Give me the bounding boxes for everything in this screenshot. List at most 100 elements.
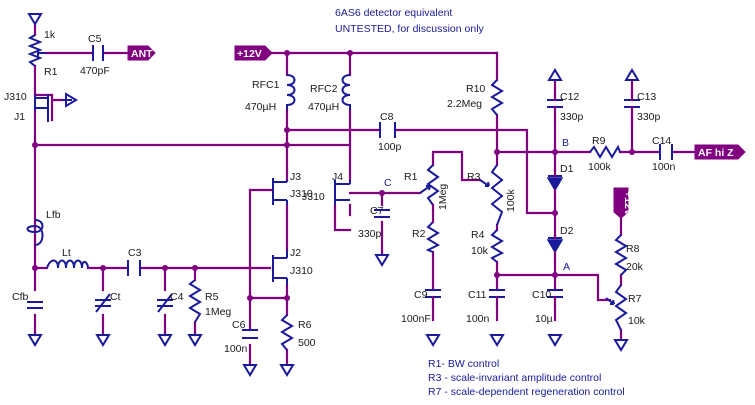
r3-pot-wiper (479, 179, 490, 187)
j3-transistor (272, 178, 288, 205)
r3-ref: R3 (467, 171, 481, 183)
ground-symbol-c12 (547, 68, 563, 81)
c8-ref: C8 (380, 111, 394, 123)
c13-ref: C13 (637, 91, 656, 103)
port-af-out: AF hi Z (694, 144, 746, 160)
components (26, 13, 673, 377)
r1-top-resistor (27, 34, 43, 67)
port-vcc-right-label: +12V (622, 191, 634, 216)
c7-capacitor (374, 209, 390, 218)
rfc1-ref: RFC1 (252, 79, 280, 91)
c5-value: 470pF (80, 65, 110, 77)
j1-type: J310 (4, 91, 27, 103)
r8-ref: R8 (626, 243, 640, 255)
port-vcc-right: +12V (613, 187, 634, 219)
r5-ref: R5 (205, 291, 219, 303)
r2-ref: R2 (412, 228, 426, 240)
r10-resistor (490, 79, 504, 116)
r7-ref: R7 (628, 293, 642, 305)
r1-pot-resistor (426, 164, 440, 206)
r1-top-ref: R1 (44, 66, 58, 78)
rfc2-ref: RFC2 (310, 83, 338, 95)
r6-ref: R6 (298, 319, 312, 331)
port-ant-label: ANT (131, 48, 153, 60)
c14-ref: C14 (652, 135, 671, 147)
port-ant: ANT (127, 45, 156, 61)
r7-pot-wiper (605, 297, 615, 305)
c14-value: 100n (652, 161, 676, 173)
r7-pot-resistor (614, 284, 628, 331)
junction-dots (32, 50, 635, 301)
lt-ref: Lt (62, 247, 71, 259)
note-r1: R1- BW control (428, 358, 499, 370)
j1-transistor (34, 94, 49, 122)
r9-resistor (589, 144, 621, 159)
c5-ref: C5 (88, 33, 102, 45)
r2-resistor (425, 221, 441, 253)
ground-symbol-ct (95, 334, 111, 347)
ct-variable-capacitor (95, 293, 111, 313)
cfb-ref: Cfb (12, 291, 29, 303)
j1-ref: J1 (14, 111, 25, 123)
j4-transistor (334, 180, 351, 205)
node-a-label: A (563, 261, 570, 273)
r1-ref: R1 (404, 171, 418, 183)
j3-type: J310 (290, 188, 313, 200)
j4-type: J310 (302, 191, 325, 203)
c14-capacitor (659, 144, 673, 160)
rfc2-value: 470µH (308, 101, 339, 113)
rfc1-value: 470µH (245, 101, 276, 113)
c5-capacitor (92, 45, 104, 61)
ground-symbol-r6 (279, 364, 295, 377)
r5-resistor (188, 279, 202, 323)
c3-ref: C3 (128, 247, 142, 259)
ground-symbol-c13 (624, 68, 640, 81)
c6-ref: C6 (232, 319, 246, 331)
c9-ref: C9 (414, 289, 428, 301)
r9-value: 100k (588, 161, 612, 173)
c8-value: 100p (378, 141, 402, 153)
ground-symbol-top-left (27, 13, 43, 26)
c7-value: 330p (358, 228, 382, 240)
r6-value: 500 (298, 337, 316, 349)
c12-ref: C12 (560, 91, 579, 103)
lfb-ref: Lfb (46, 209, 61, 221)
ground-symbol-c9 (425, 334, 441, 347)
c9-value: 100nF (401, 313, 431, 325)
wires (33, 23, 697, 367)
ground-symbol-c7 (374, 254, 390, 267)
j2-transistor (272, 250, 288, 285)
r4-ref: R4 (471, 229, 485, 241)
c10-ref: C10 (532, 289, 551, 301)
ground-symbol-j1 (62, 92, 78, 108)
lfb-inductor (26, 219, 44, 246)
c6-value: 100n (224, 343, 248, 355)
r5-value: 1Meg (205, 306, 231, 318)
diagram-title: 6AS6 detector equivalent (335, 7, 452, 19)
r10-value: 2.2Meg (447, 98, 482, 110)
j2-ref: J2 (290, 247, 301, 259)
c7-ref: C7 (370, 205, 384, 217)
r1-top-value: 1k (44, 29, 56, 41)
node-c-label: C (384, 177, 392, 189)
j4-ref: J4 (332, 171, 343, 183)
r6-resistor (280, 314, 294, 351)
j2-type: J310 (290, 265, 313, 277)
diagram-subtitle: UNTESTED, for discussion only (335, 23, 485, 35)
lt-inductor (46, 259, 89, 269)
c8-capacitor (379, 122, 396, 138)
c11-value: 100n (466, 313, 490, 325)
r9-ref: R9 (592, 135, 606, 147)
ground-symbol-r5 (187, 334, 203, 347)
r7-value: 10k (628, 315, 646, 327)
c4-ref: C4 (170, 291, 184, 303)
c13-value: 330p (637, 111, 661, 123)
c3-capacitor (127, 260, 141, 276)
rfc2-inductor (341, 74, 351, 110)
r4-value: 10k (471, 245, 489, 257)
r8-value: 20k (626, 261, 644, 273)
note-r7: R7 - scale-dependent regeneration contro… (428, 386, 625, 398)
ground-symbol-c4 (157, 334, 173, 347)
